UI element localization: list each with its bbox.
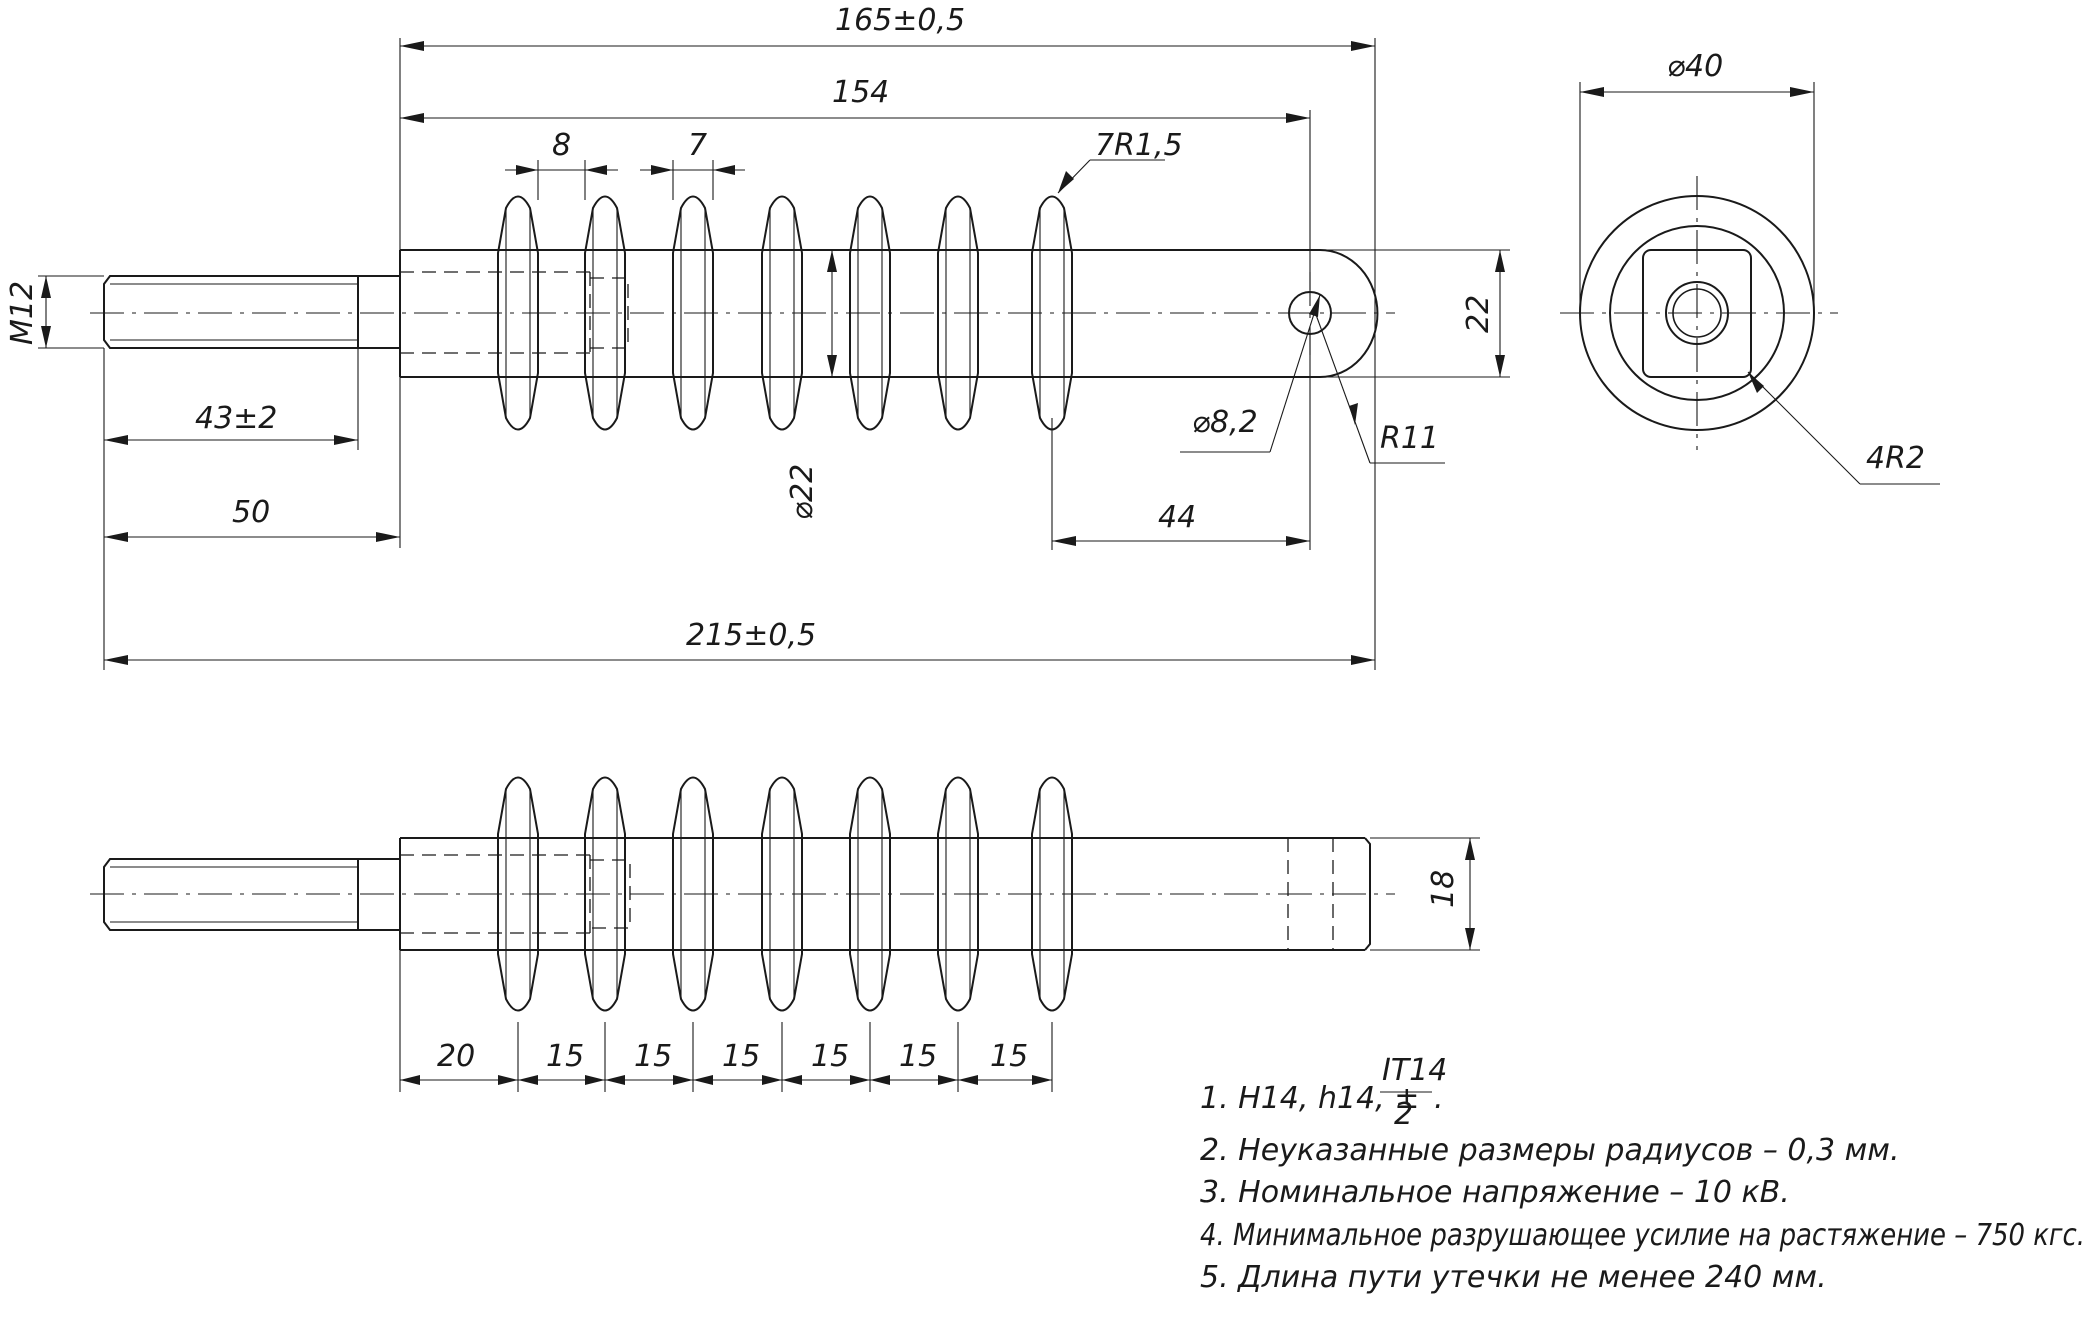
dim-pitch-6: 15 bbox=[990, 1039, 1028, 1074]
note-1-numerator: IT14 bbox=[1382, 1053, 1447, 1088]
dim-body-diameter: ⌀22 bbox=[785, 464, 820, 520]
note-3: 3. Номинальное напряжение – 10 кВ. bbox=[1200, 1175, 1790, 1210]
dim-overall-bottom: 215±0,5 bbox=[686, 618, 816, 653]
end-view bbox=[1560, 82, 1940, 485]
note-5: 5. Длина пути утечки не менее 240 мм. bbox=[1200, 1260, 1827, 1295]
note-4: 4. Минимальное разрушающее усилие на рас… bbox=[1200, 1218, 2085, 1253]
dim-thread: M12 bbox=[5, 281, 40, 345]
threaded-stud bbox=[103, 275, 359, 349]
dim-corner-radius: 4R2 bbox=[1866, 441, 1925, 476]
dimension-labels: 165±0,5 154 8 7 7R1,5 M12 43±2 50 ⌀22 44… bbox=[5, 3, 1925, 1074]
notes-block: 1. H14, h14, ± IT14 2 . 2. Неуказанные р… bbox=[1200, 1053, 2085, 1295]
dim-eye-length: 44 bbox=[1158, 500, 1196, 535]
front-view-dimensions bbox=[38, 38, 1510, 670]
dim-thread-length: 43±2 bbox=[195, 401, 277, 436]
dim-rib-width: 8 bbox=[552, 128, 571, 163]
dim-end-diameter: ⌀40 bbox=[1667, 49, 1723, 84]
dim-eye-thickness: 18 bbox=[1426, 870, 1461, 908]
dim-eye-radius: R11 bbox=[1380, 421, 1439, 456]
front-view bbox=[90, 195, 1395, 431]
note-1-end: . bbox=[1434, 1081, 1444, 1116]
side-view bbox=[90, 776, 1480, 1092]
dim-pitch-4: 15 bbox=[811, 1039, 849, 1074]
note-2: 2. Неуказанные размеры радиусов – 0,3 мм… bbox=[1200, 1133, 1899, 1168]
dim-eye-height: 22 bbox=[1461, 295, 1496, 333]
dim-pitch-first: 20 bbox=[437, 1039, 475, 1074]
note-1-prefix: 1. H14, h14, ± bbox=[1200, 1081, 1419, 1116]
dim-pitch-2: 15 bbox=[634, 1039, 672, 1074]
dim-pitch-5: 15 bbox=[899, 1039, 937, 1074]
dim-pitch-1: 15 bbox=[546, 1039, 584, 1074]
dim-rib-gap: 7 bbox=[688, 128, 707, 163]
dim-stud-length: 50 bbox=[232, 495, 270, 530]
insulator-body bbox=[358, 249, 1379, 378]
dim-body-length: 154 bbox=[832, 75, 889, 110]
dim-rib-radius: 7R1,5 bbox=[1095, 128, 1183, 163]
dim-hole-diameter: ⌀8,2 bbox=[1192, 405, 1258, 440]
note-1-denominator: 2 bbox=[1394, 1097, 1413, 1132]
dim-overall-top: 165±0,5 bbox=[835, 3, 965, 38]
dim-pitch-3: 15 bbox=[722, 1039, 760, 1074]
